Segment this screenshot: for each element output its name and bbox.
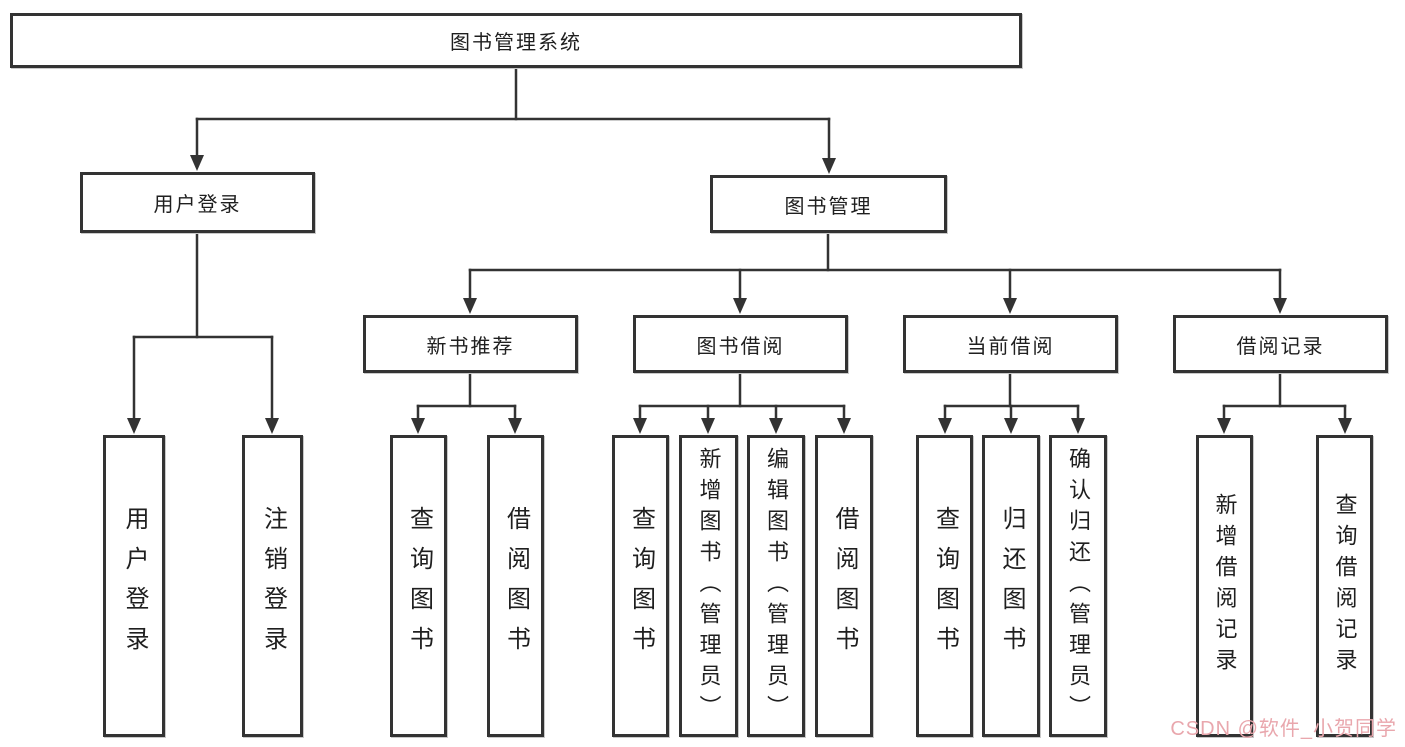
node-current-borrowing: 当前借阅: [903, 315, 1118, 373]
leaf-return-books: 归还图书: [982, 435, 1040, 737]
leaf-logout: 注销登录: [242, 435, 303, 737]
node-new-book-recommend: 新书推荐: [363, 315, 578, 373]
leaf-user-login: 用户登录: [103, 435, 165, 737]
node-label: 图书管理: [784, 195, 873, 218]
node-label: 用户登录: [121, 506, 148, 666]
node-book-management: 图书管理: [710, 175, 947, 233]
leaf-add-borrow-record: 新增借阅记录: [1196, 435, 1253, 737]
leaf-borrow-books-1: 借阅图书: [487, 435, 544, 737]
node-label: 确认归还（管理员）: [1066, 446, 1091, 726]
leaf-confirm-return-admin: 确认归还（管理员）: [1049, 435, 1107, 737]
node-label: 用户登录: [153, 194, 242, 216]
node-label: 归还图书: [998, 506, 1025, 666]
node-library-management-system: 图书管理系统: [10, 13, 1022, 68]
watermark: CSDN @软件_小贺同学: [1170, 718, 1397, 740]
node-borrowing-records: 借阅记录: [1173, 315, 1388, 373]
leaf-edit-books-admin: 编辑图书（管理员）: [747, 435, 805, 737]
leaf-add-books-admin: 新增图书（管理员）: [679, 435, 738, 737]
node-label: 查询图书: [931, 506, 959, 666]
node-label: 新增借阅记录: [1212, 493, 1238, 679]
node-label: 查询图书: [405, 506, 433, 666]
leaf-borrow-books-2: 借阅图书: [815, 435, 873, 737]
node-label: 借阅图书: [502, 506, 530, 666]
leaf-query-books-3: 查询图书: [916, 435, 973, 737]
leaf-query-books-1: 查询图书: [390, 435, 447, 737]
node-label: 借阅记录: [1236, 335, 1325, 358]
node-label: 新增图书（管理员）: [696, 446, 722, 726]
node-label: 查询图书: [627, 506, 655, 666]
node-label: 注销登录: [259, 506, 287, 666]
node-book-borrowing: 图书借阅: [633, 315, 848, 373]
node-user-login: 用户登录: [80, 172, 315, 233]
node-label: 借阅图书: [831, 506, 858, 666]
node-label: 查询借阅记录: [1332, 493, 1358, 679]
leaf-query-borrow-record: 查询借阅记录: [1316, 435, 1373, 737]
node-label: 编辑图书（管理员）: [764, 446, 789, 726]
node-label: 新书推荐: [426, 335, 515, 358]
node-label: 当前借阅: [966, 335, 1055, 358]
node-label: 图书借阅: [696, 335, 785, 358]
node-label: 图书管理系统: [450, 32, 582, 54]
leaf-query-books-2: 查询图书: [612, 435, 669, 737]
